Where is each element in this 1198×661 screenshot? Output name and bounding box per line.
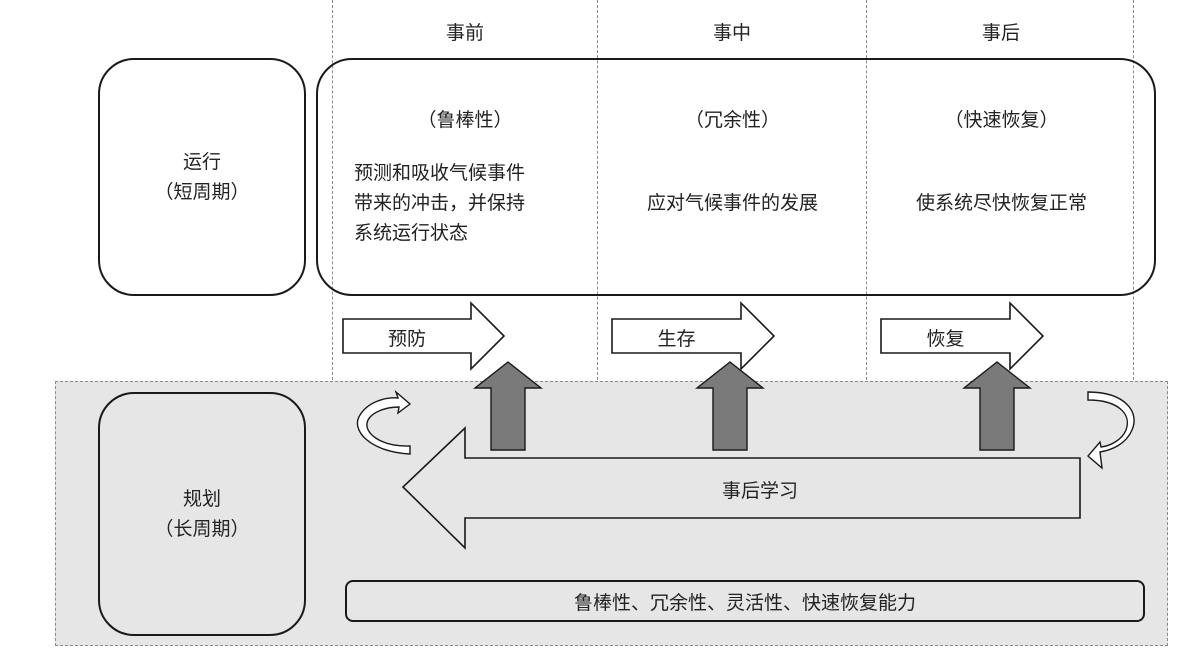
recover-label: 恢复 [926, 328, 965, 350]
recover-arrow [880, 301, 1045, 371]
phase-label-after: 事后 [981, 22, 1020, 44]
learning-arrow [401, 426, 1081, 550]
phase-divider [597, 0, 598, 380]
resilience-phases-box [316, 58, 1156, 296]
up-arrow-survive [694, 361, 766, 451]
prevent-arrow [342, 301, 506, 371]
up-arrow-recover [961, 361, 1033, 451]
description-after: 使系统尽快恢复正常 [915, 192, 1087, 214]
planning-subtitle: （长周期） [154, 518, 250, 540]
description-before: 预测和吸收气候事件 带来的冲击，并保持 系统运行状态 [354, 162, 526, 244]
phase-divider [866, 0, 867, 380]
operation-subtitle: （短周期） [154, 181, 250, 203]
operation-box: 运行 （短周期） [98, 58, 306, 296]
prevent-label: 预防 [387, 328, 426, 350]
phase-label-during: 事中 [712, 22, 751, 44]
survive-label: 生存 [657, 328, 696, 350]
trait-rapid-recovery: （快速恢复） [944, 109, 1059, 131]
trait-robustness: （鲁棒性） [417, 109, 513, 131]
description-during: 应对气候事件的发展 [646, 192, 818, 214]
survive-arrow-shape [611, 301, 776, 371]
phase-label-before: 事前 [445, 22, 484, 44]
capabilities-bar: 鲁棒性、冗余性、灵活性、快速恢复能力 [345, 580, 1145, 622]
trait-redundancy: （冗余性） [684, 109, 780, 131]
learning-label: 事后学习 [721, 480, 798, 502]
up-arrow-prevent [472, 361, 544, 451]
curved-arrow-left [356, 389, 412, 455]
phase-divider [1133, 0, 1134, 380]
curved-arrow-right [1087, 391, 1135, 470]
phase-divider [332, 0, 333, 380]
planning-box: 规划 （长周期） [98, 392, 306, 636]
operation-title: 运行 [182, 151, 221, 173]
capabilities-label: 鲁棒性、冗余性、灵活性、快速恢复能力 [573, 591, 916, 614]
planning-title: 规划 [182, 488, 221, 510]
